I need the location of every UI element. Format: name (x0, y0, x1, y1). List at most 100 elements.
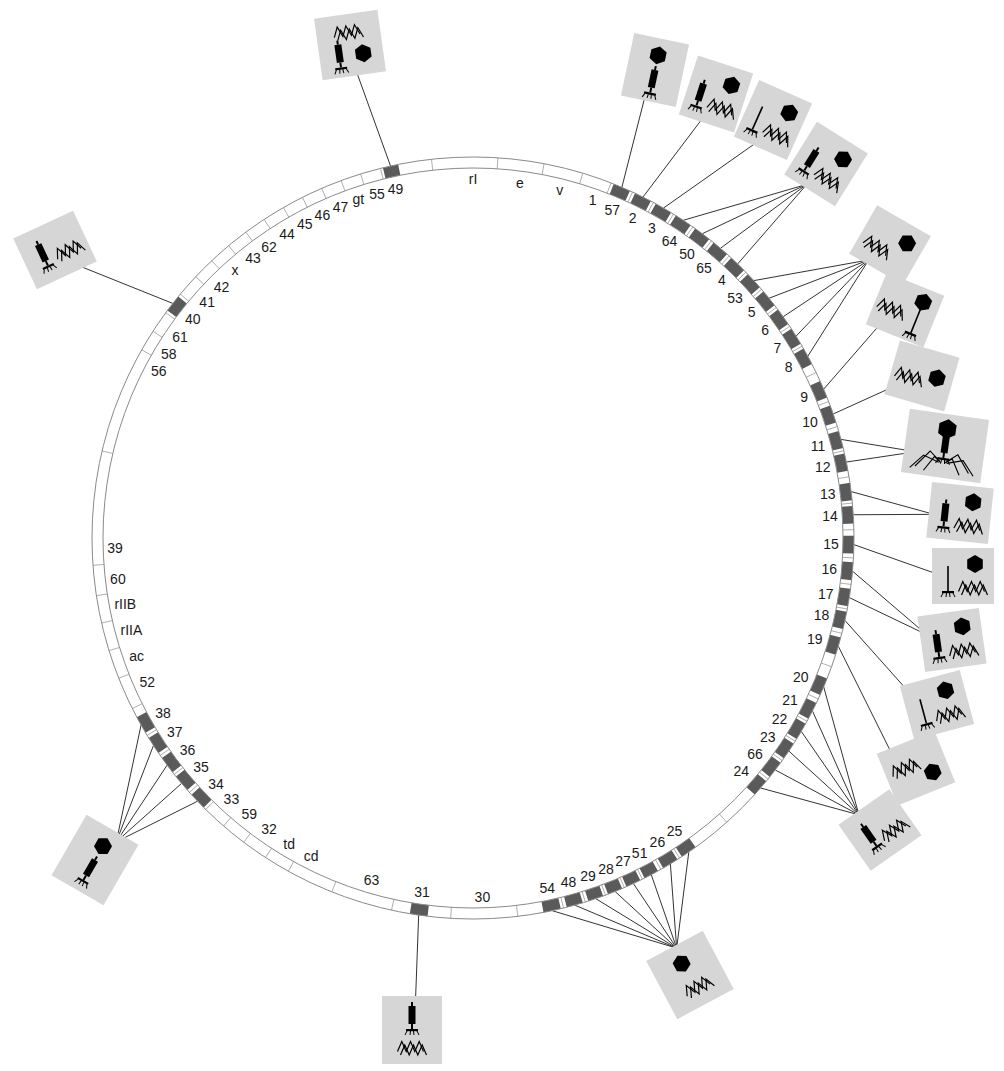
tail-tube (411, 1024, 413, 1029)
baseplate-symbol (746, 127, 758, 134)
tail-fiber-symbol (707, 98, 735, 116)
baseplate-pin (696, 108, 698, 112)
tail-tube (411, 1002, 413, 1006)
tail-fiber-symbol (709, 102, 737, 120)
gene-boundary (841, 503, 852, 504)
gene-label: 49 (388, 182, 404, 196)
tail-tube (945, 499, 947, 503)
leader-line (622, 94, 646, 187)
gene-label: 47 (333, 200, 349, 214)
leader-line (853, 514, 934, 515)
box-ground (917, 608, 986, 672)
tail-fiber-symbol (687, 977, 715, 998)
tail-tube (942, 453, 945, 458)
box-ground (13, 211, 96, 290)
baseplate-symbol (644, 91, 656, 96)
box-ground (884, 341, 959, 412)
tail-tube (938, 652, 941, 657)
gene-label: 44 (279, 227, 295, 241)
gene-label: 19 (807, 632, 823, 646)
tail-fiber-symbol (877, 297, 905, 316)
gene-boundary (102, 451, 113, 454)
phage-part-box (784, 122, 868, 206)
head-symbol (922, 761, 943, 784)
gene-label: 35 (193, 760, 209, 774)
baseplate-pin (53, 264, 57, 268)
box-ground (646, 931, 733, 1019)
phage-part-box (621, 33, 689, 107)
gene-boundary (246, 232, 253, 241)
baseplate-pin (693, 107, 695, 111)
baseplate-pin (932, 723, 935, 727)
gene-label: 36 (180, 743, 196, 757)
gene-label: rIIA (120, 623, 142, 637)
baseplate-pin (799, 171, 802, 175)
gene-label: td (283, 837, 295, 851)
leader-line (76, 265, 172, 304)
baseplate-symbol (933, 656, 945, 660)
box-ground (932, 548, 994, 604)
baseplate-pin (941, 659, 942, 663)
gene-label: 38 (155, 706, 171, 720)
gene-label: 30 (475, 890, 491, 904)
leader-line (851, 492, 934, 515)
gene-boundary (542, 164, 544, 175)
tail-sheath (933, 634, 942, 653)
baseplate-pin (650, 95, 651, 99)
phage-part-box (932, 548, 994, 604)
box-ground (926, 482, 994, 544)
gene-label: 41 (199, 295, 215, 309)
head-symbol (92, 834, 115, 857)
gene-label: 64 (662, 234, 678, 248)
tail-fiber-symbol (893, 760, 921, 779)
morphogenesis-gene-segment (834, 453, 848, 472)
tail-sheath (941, 503, 950, 522)
gene-label: 24 (734, 764, 750, 778)
leader-line (702, 184, 806, 233)
phage-part-box (866, 272, 944, 347)
tail-tube (946, 431, 949, 435)
gene-label: 28 (598, 862, 614, 876)
baseplate-pin (913, 337, 916, 341)
baseplate-symbol (904, 331, 916, 338)
baseplate-pin (647, 94, 648, 98)
baseplate-pin (953, 593, 955, 597)
box-ground (621, 33, 689, 107)
gene-label: 27 (615, 854, 631, 868)
tail-tube (339, 62, 342, 67)
gene-boundary (516, 905, 517, 916)
gene-label: 25 (667, 824, 683, 838)
gene-label: 10 (802, 415, 818, 429)
leader-line (643, 118, 703, 197)
tail-fiber-symbol (943, 458, 961, 475)
baseplate-pin (688, 105, 691, 109)
baseplate-pin (642, 93, 645, 97)
gene-boundary (93, 564, 104, 566)
baseplate-symbol (937, 526, 949, 529)
gene-label: 9 (800, 390, 808, 404)
tail-tube (803, 166, 807, 171)
tail-tube (654, 66, 657, 70)
gene-boundary (288, 862, 293, 872)
tail-tube (947, 566, 949, 591)
leader-lines (76, 73, 937, 1002)
tail-tube (83, 875, 87, 880)
box-ground (314, 10, 386, 80)
baseplate-pin (949, 593, 951, 597)
gene-label: 6 (761, 323, 769, 337)
baseplate-pin (948, 529, 950, 533)
gene-label: 56 (151, 364, 167, 378)
gene-boundary (119, 674, 129, 678)
baseplate-pin (74, 878, 78, 882)
gene-boundary (142, 350, 152, 355)
baseplate-symbol (690, 104, 702, 110)
leader-line (116, 725, 141, 842)
gene-boundary (132, 704, 142, 709)
gene-boundary (381, 168, 384, 179)
baseplate-pin (410, 1031, 412, 1035)
baseplate-pin (343, 69, 344, 73)
leader-line (357, 73, 391, 166)
head-symbol (354, 43, 372, 63)
leader-line (415, 915, 418, 1002)
gene-label: 1 (589, 193, 597, 207)
